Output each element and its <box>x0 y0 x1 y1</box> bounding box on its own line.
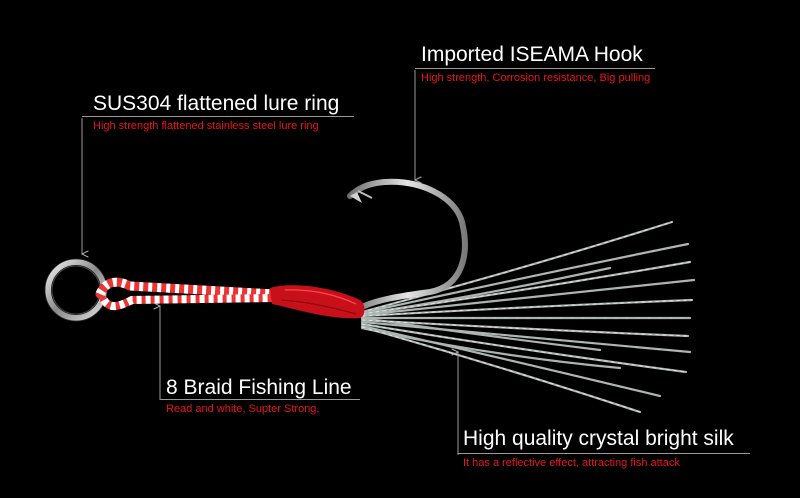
ring-callout-subtitle: High strength flattened stainless steel … <box>93 120 319 132</box>
ring-callout-title: SUS304 flattened lure ring <box>93 92 340 115</box>
hook-callout-rule <box>415 68 655 69</box>
silk-callout-title: High quality crystal bright silk <box>463 427 734 450</box>
thread-wrap-icon <box>270 285 365 319</box>
silk-callout-rule <box>458 453 750 454</box>
crystal-silk-skirt-icon <box>360 220 696 414</box>
silk-callout-subtitle: It has a reflective effect, attracting f… <box>463 457 680 469</box>
leader-lines <box>82 70 458 455</box>
hook-callout-title: Imported ISEAMA Hook <box>421 43 643 66</box>
fishing-hook-icon <box>347 178 468 311</box>
ring-callout-rule <box>82 116 354 117</box>
hook-callout-subtitle: High strength, Corrosion resistance, Big… <box>421 72 651 84</box>
braid-callout-rule <box>160 399 360 400</box>
braid-callout-title: 8 Braid Fishing Line <box>166 376 352 399</box>
braided-line-icon <box>95 277 280 310</box>
braid-callout-subtitle: Read and white, Supter Strong, <box>166 403 320 415</box>
